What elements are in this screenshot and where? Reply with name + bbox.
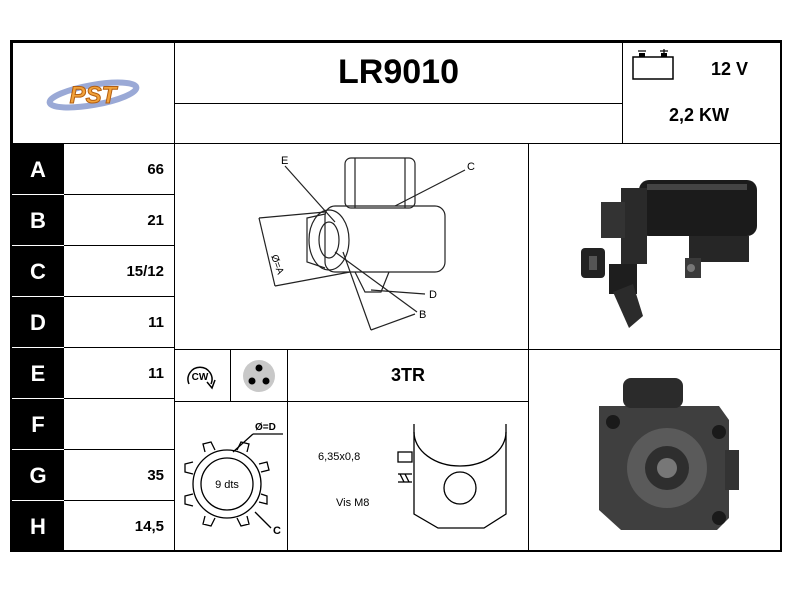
dim-value-c: 15/12 [64, 246, 175, 297]
terminal-drawing-cell: 6,35x0,8 Vis M8 [287, 401, 529, 552]
dimension-drawing: E C D B Ø=A [174, 143, 529, 350]
part-reference: LR9010 [174, 42, 623, 104]
label-d: D [429, 289, 437, 301]
pinion-diameter-label: Ø=D [255, 422, 276, 433]
dim-letter-c: C [12, 246, 64, 297]
logo-text: PST [70, 82, 119, 109]
rotation-label: CW [192, 372, 209, 383]
mounting-code-cell: 3TR [287, 349, 529, 402]
label-e: E [281, 155, 288, 167]
terminal-size: 6,35x0,8 [318, 451, 360, 463]
terminal-screw: Vis M8 [336, 497, 369, 509]
battery-icon [632, 49, 674, 80]
label-c: C [467, 161, 475, 173]
dim-letter-f: F [12, 399, 64, 450]
dim-value-f [64, 399, 175, 450]
starter-side-image [581, 180, 757, 328]
terminal-drawing: 6,35x0,8 Vis M8 [318, 424, 507, 529]
three-hole-flange-icon [243, 360, 275, 392]
electrical-spec-cell: 12 V 2,2 KW [622, 42, 782, 144]
starter-photo-side [528, 143, 782, 350]
dim-value-g: 35 [64, 450, 175, 501]
dim-letter-d: D [12, 297, 64, 348]
dim-letter-h: H [12, 501, 64, 552]
clockwise-arrow-icon: CW [187, 366, 216, 390]
mount-icon-cell [230, 349, 288, 402]
dim-value-b: 21 [64, 195, 175, 246]
title-subrow [174, 103, 623, 144]
dim-value-h: 14,5 [64, 501, 175, 552]
starter-photo-front [528, 349, 782, 552]
pinion-gear-drawing: Ø=D 9 dts C [184, 422, 283, 537]
starter-front-image [599, 378, 739, 530]
rotation-cell: CW [174, 349, 231, 402]
starter-line-drawing: E C D B Ø=A [258, 155, 475, 331]
pst-logo: PST [46, 79, 140, 111]
dim-letter-b: B [12, 195, 64, 246]
mounting-code: 3TR [390, 365, 425, 385]
pinion-teeth-label: 9 dts [215, 479, 239, 491]
spec-sheet: PST LR9010 12 V 2,2 KW A 66 B 21 C 15/12… [10, 40, 782, 552]
label-b: B [419, 309, 426, 321]
power-value: 2,2 KW [669, 105, 730, 125]
dim-letter-g: G [12, 450, 64, 501]
dim-letter-e: E [12, 348, 64, 399]
dim-value-a: 66 [64, 144, 175, 195]
pinion-drawing-cell: Ø=D 9 dts C [174, 401, 288, 552]
logo-cell: PST [12, 42, 175, 144]
dim-value-d: 11 [64, 297, 175, 348]
dimension-table: A 66 B 21 C 15/12 D 11 E 11 F G 35 H 14,… [12, 144, 175, 552]
voltage-value: 12 V [711, 59, 749, 79]
dim-letter-a: A [12, 144, 64, 195]
dim-value-e: 11 [64, 348, 175, 399]
pinion-c-label: C [273, 525, 281, 537]
label-phi-a: Ø=A [268, 253, 285, 276]
